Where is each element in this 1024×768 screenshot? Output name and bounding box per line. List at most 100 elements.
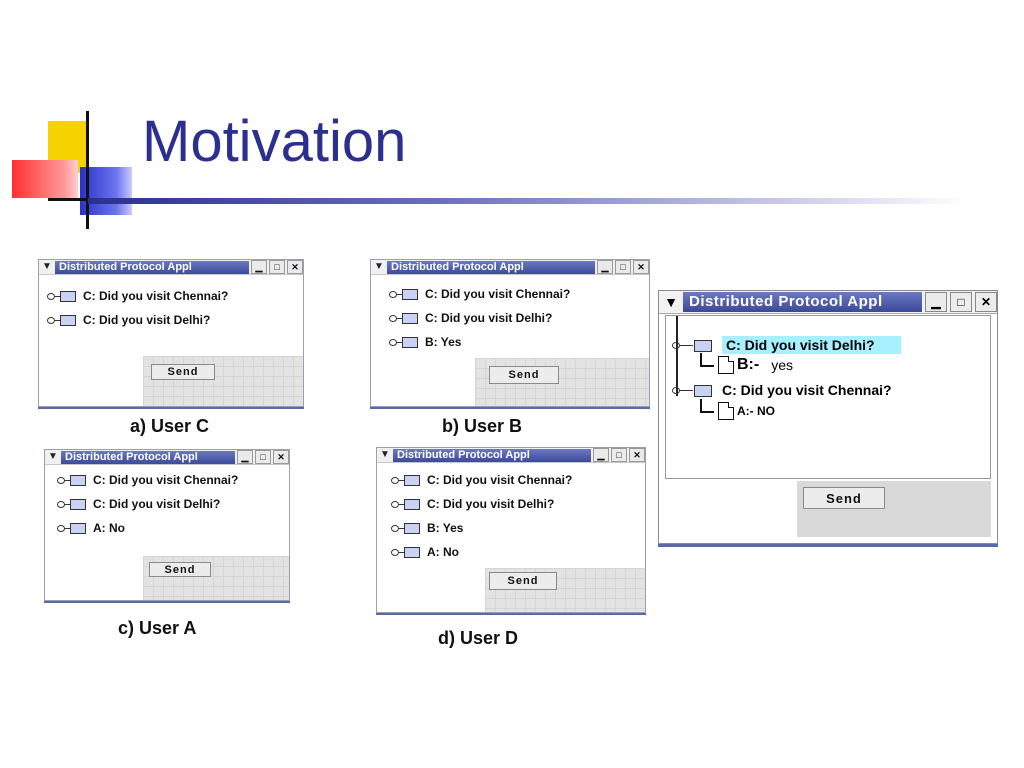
input-area: Send	[39, 356, 303, 406]
window-titlebar[interactable]: ▼ Distributed Protocol Appl ▁ □ ✕	[45, 450, 289, 465]
document-icon	[718, 402, 734, 420]
tree-item-label: B: Yes	[425, 335, 462, 349]
chevron-down-icon[interactable]: ▼	[664, 294, 678, 310]
folder-key-icon	[672, 384, 716, 397]
reply-text: yes	[771, 357, 794, 373]
tree-reply[interactable]: A:- NO	[700, 399, 775, 420]
message-input[interactable]	[45, 556, 143, 600]
message-tree: C: Did you visit Chennai? C: Did you vis…	[57, 468, 285, 540]
slide-logo	[0, 105, 150, 230]
send-button[interactable]: Send	[149, 562, 211, 577]
message-input[interactable]	[371, 358, 475, 406]
caption-user-c: a) User C	[130, 416, 210, 436]
minimize-icon[interactable]: ▁	[251, 260, 267, 274]
minimize-icon[interactable]: ▁	[925, 292, 947, 312]
tree-item[interactable]: C: Did you visit Delhi?	[47, 308, 299, 332]
tree-item[interactable]: C: Did you visit Chennai?	[672, 382, 892, 398]
chevron-down-icon[interactable]: ▼	[48, 451, 58, 462]
send-button[interactable]: Send	[151, 364, 215, 380]
tree-item-label: C: Did you visit Chennai?	[425, 287, 571, 301]
tree-item[interactable]: B: Yes	[389, 330, 645, 354]
window-threaded: ▼ Distributed Protocol Appl ▁ □ ✕ C: Did…	[658, 290, 998, 544]
close-icon[interactable]: ✕	[287, 260, 303, 274]
tree-item[interactable]: C: Did you visit Delhi?	[391, 492, 641, 516]
tree-item[interactable]: C: Did you visit Delhi?	[672, 336, 901, 354]
folder-key-icon	[389, 312, 419, 324]
reply-text: A:- NO	[737, 404, 775, 418]
maximize-icon[interactable]: □	[269, 260, 285, 274]
tree-item[interactable]: C: Did you visit Delhi?	[389, 306, 645, 330]
caption-user-b: b) User B	[442, 416, 523, 436]
message-tree: C: Did you visit Chennai? C: Did you vis…	[389, 282, 645, 354]
tree-item[interactable]: C: Did you visit Chennai?	[47, 284, 299, 308]
maximize-icon[interactable]: □	[615, 260, 631, 274]
caption-user-d: d) User D	[438, 628, 519, 648]
minimize-icon[interactable]: ▁	[593, 448, 609, 462]
folder-key-icon	[389, 336, 419, 348]
folder-key-icon	[389, 288, 419, 300]
window-titlebar[interactable]: ▼ Distributed Protocol Appl ▁ □ ✕	[371, 260, 649, 275]
tree-item[interactable]: C: Did you visit Chennai?	[57, 468, 285, 492]
send-button[interactable]: Send	[489, 572, 557, 590]
chevron-down-icon[interactable]: ▼	[380, 449, 390, 460]
maximize-icon[interactable]: □	[255, 450, 271, 464]
threaded-tree: C: Did you visit Delhi? B:- yes C: Did y…	[665, 315, 991, 479]
tree-item-label: B: Yes	[427, 521, 464, 535]
tree-item[interactable]: A: No	[391, 540, 641, 564]
window-title: Distributed Protocol Appl	[387, 260, 595, 274]
title-divider	[88, 198, 968, 204]
tree-item-label: C: Did you visit Delhi?	[425, 311, 553, 325]
tree-item[interactable]: A: No	[57, 516, 285, 540]
window-user-c: ▼ Distributed Protocol Appl ▁ □ ✕ C: Did…	[38, 259, 304, 407]
send-button[interactable]: Send	[803, 487, 885, 509]
message-input[interactable]	[665, 481, 797, 537]
message-tree: C: Did you visit Chennai? C: Did you vis…	[47, 284, 299, 332]
maximize-icon[interactable]: □	[611, 448, 627, 462]
chevron-down-icon[interactable]: ▼	[42, 261, 52, 272]
folder-key-icon	[391, 498, 421, 510]
close-icon[interactable]: ✕	[629, 448, 645, 462]
folder-key-icon	[391, 474, 421, 486]
tree-item[interactable]: C: Did you visit Delhi?	[57, 492, 285, 516]
tree-item-label: C: Did you visit Chennai?	[722, 382, 892, 398]
window-user-b: ▼ Distributed Protocol Appl ▁ □ ✕ C: Did…	[370, 259, 650, 407]
tree-item-label: C: Did you visit Delhi?	[83, 313, 211, 327]
minimize-icon[interactable]: ▁	[237, 450, 253, 464]
input-area: Send	[377, 568, 645, 612]
window-title: Distributed Protocol Appl	[55, 260, 249, 274]
window-title: Distributed Protocol Appl	[683, 292, 922, 312]
tree-item[interactable]: C: Did you visit Chennai?	[391, 468, 641, 492]
tree-item-label: A: No	[93, 521, 125, 535]
message-input[interactable]	[39, 356, 143, 406]
folder-key-icon	[672, 339, 716, 352]
folder-key-icon	[57, 474, 87, 486]
send-button[interactable]: Send	[489, 366, 559, 384]
folder-key-icon	[47, 290, 77, 302]
tree-item-label: C: Did you visit Chennai?	[83, 289, 229, 303]
folder-key-icon	[57, 498, 87, 510]
window-titlebar[interactable]: ▼ Distributed Protocol Appl ▁ □ ✕	[377, 448, 645, 463]
close-icon[interactable]: ✕	[273, 450, 289, 464]
tree-item[interactable]: B: Yes	[391, 516, 641, 540]
tree-connector	[676, 316, 678, 396]
chevron-down-icon[interactable]: ▼	[374, 261, 384, 272]
window-titlebar[interactable]: ▼ Distributed Protocol Appl ▁ □ ✕	[659, 291, 997, 314]
minimize-icon[interactable]: ▁	[597, 260, 613, 274]
slide-title: Motivation	[142, 109, 407, 174]
folder-key-icon	[47, 314, 77, 326]
input-area: Send	[45, 556, 289, 600]
folder-key-icon	[391, 522, 421, 534]
window-titlebar[interactable]: ▼ Distributed Protocol Appl ▁ □ ✕	[39, 260, 303, 275]
close-icon[interactable]: ✕	[975, 292, 997, 312]
maximize-icon[interactable]: □	[950, 292, 972, 312]
window-user-a: ▼ Distributed Protocol Appl ▁ □ ✕ C: Did…	[44, 449, 290, 601]
close-icon[interactable]: ✕	[633, 260, 649, 274]
message-input[interactable]	[377, 568, 485, 612]
tree-reply[interactable]: B:- yes	[700, 353, 794, 374]
tree-item[interactable]: C: Did you visit Chennai?	[389, 282, 645, 306]
message-tree: C: Did you visit Chennai? C: Did you vis…	[391, 468, 641, 564]
folder-key-icon	[391, 546, 421, 558]
button-panel	[143, 556, 289, 600]
tree-item-label: C: Did you visit Delhi?	[93, 497, 221, 511]
tree-item-label: A: No	[427, 545, 459, 559]
